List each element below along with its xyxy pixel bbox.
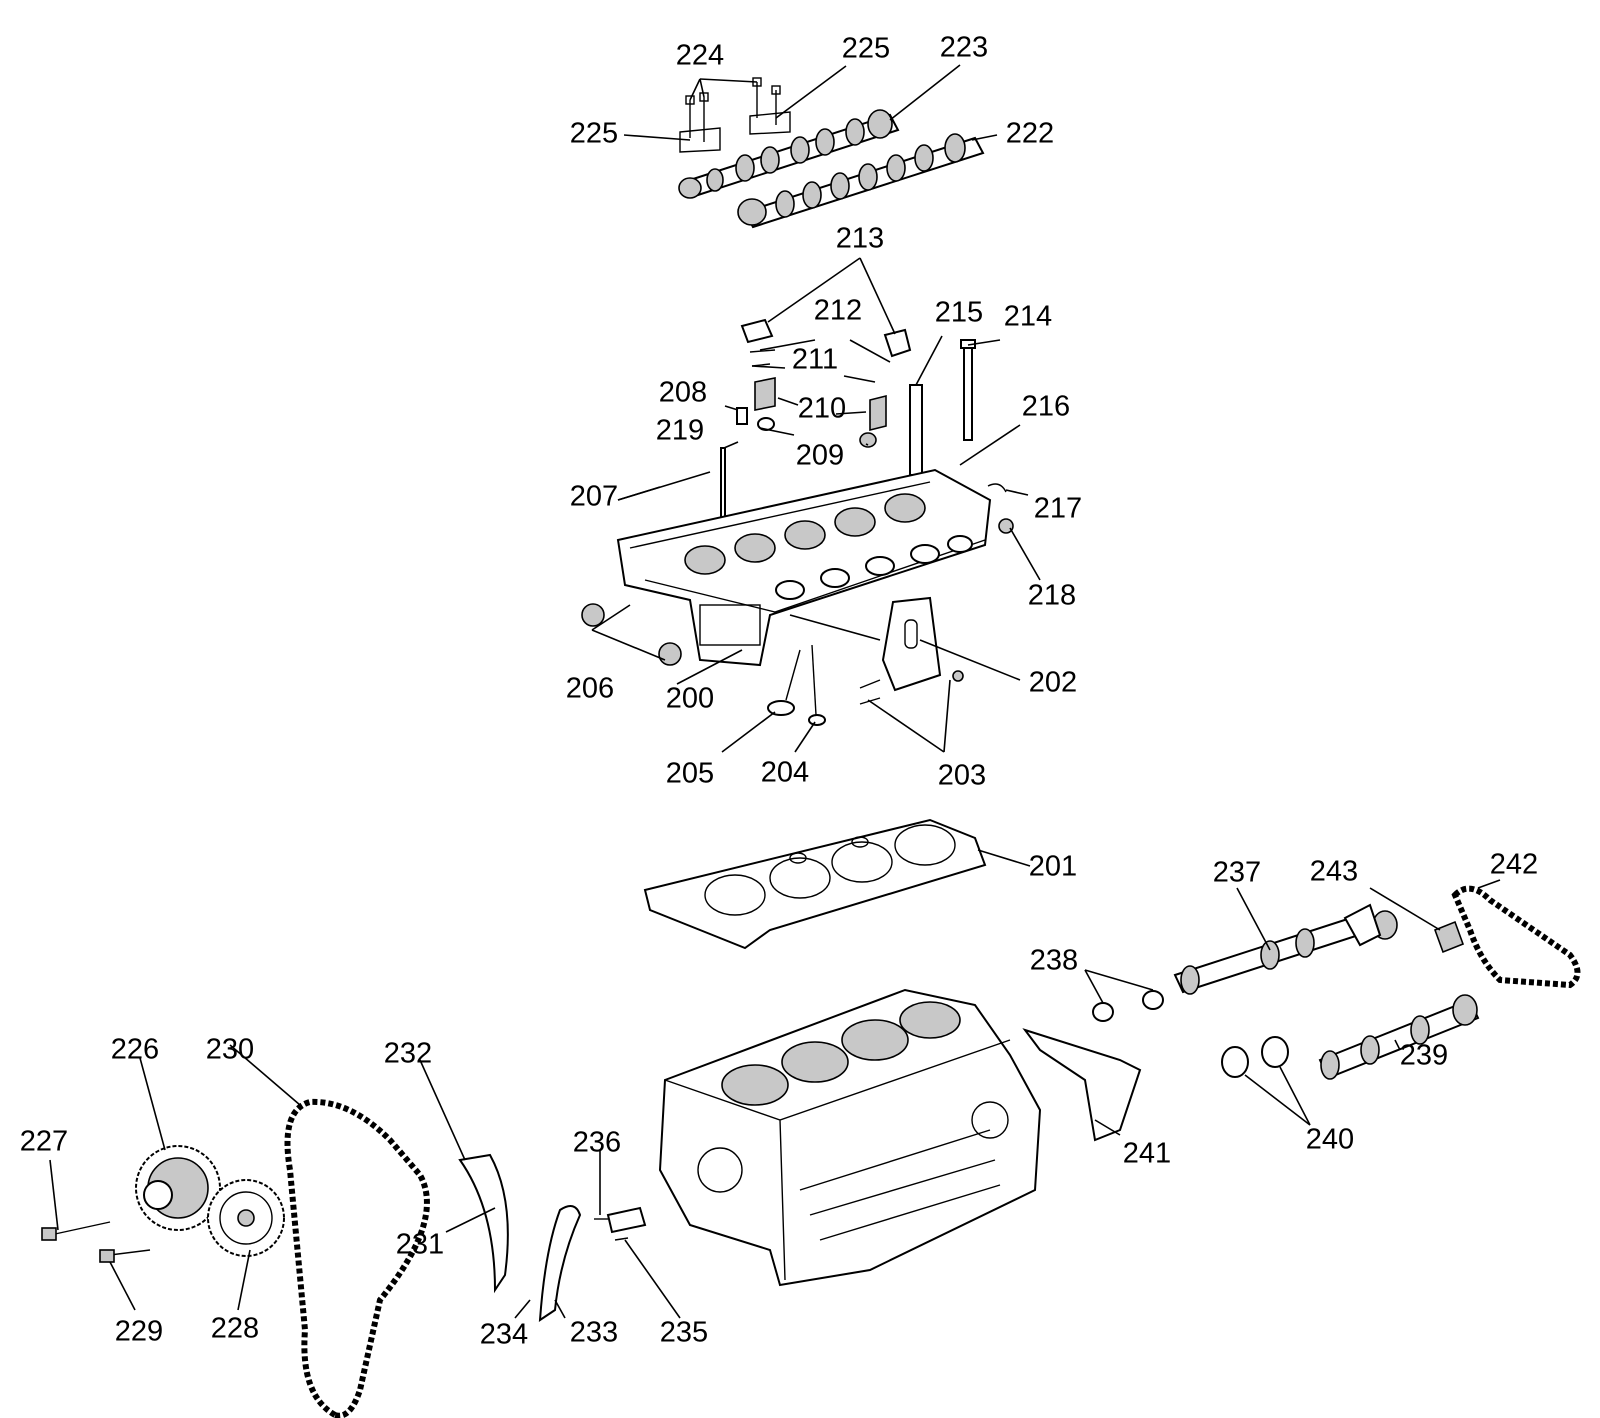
crankshaft-sprocket (207, 1179, 285, 1257)
callout-labels: 224 225 223 222 225 213 212 215 214 211 … (20, 32, 1538, 1351)
callout-209: 209 (796, 440, 844, 472)
callout-213: 213 (836, 223, 884, 255)
callout-229: 229 (115, 1316, 163, 1348)
head-gasket (643, 818, 987, 950)
callout-225-left: 225 (570, 118, 618, 150)
balance-shaft-chain (1451, 885, 1581, 989)
callout-203: 203 (938, 760, 986, 792)
cylinder-head (616, 468, 992, 667)
callout-225-top: 225 (842, 33, 890, 65)
callout-242: 242 (1490, 849, 1538, 881)
camshaft-lower (737, 133, 985, 229)
callout-232: 232 (384, 1038, 432, 1070)
callout-224: 224 (676, 40, 724, 72)
balance-shaft-upper (1173, 903, 1398, 995)
callout-235: 235 (660, 1317, 708, 1349)
sprocket-bolts (41, 1221, 151, 1263)
callout-238: 238 (1030, 945, 1078, 977)
camshaft-upper (678, 109, 900, 199)
camshaft-actuator-sprocket (135, 1145, 221, 1231)
callout-207: 207 (570, 481, 618, 513)
balance-shaft-carrier (1022, 1028, 1142, 1142)
callout-218: 218 (1028, 580, 1076, 612)
callout-234: 234 (480, 1319, 528, 1351)
callout-222: 222 (1006, 118, 1054, 150)
callout-214: 214 (1004, 301, 1052, 333)
callout-211: 211 (792, 344, 838, 376)
callout-233: 233 (570, 1317, 618, 1349)
callout-210: 210 (798, 393, 846, 425)
callout-226: 226 (111, 1034, 159, 1066)
callout-228: 228 (211, 1313, 259, 1345)
callout-216: 216 (1022, 391, 1070, 423)
camshaft-cap-bolts (679, 77, 791, 153)
callout-205: 205 (666, 758, 714, 790)
callout-202: 202 (1029, 667, 1077, 699)
engine-block (658, 988, 1042, 1287)
callout-201: 201 (1029, 851, 1077, 883)
callout-237: 237 (1213, 857, 1261, 889)
callout-206: 206 (566, 673, 614, 705)
timing-chain (284, 1098, 430, 1418)
chain-guides (458, 1153, 647, 1322)
balance-shaft-bearings (1092, 920, 1465, 1078)
callout-239: 239 (1400, 1040, 1448, 1072)
leader-lines (49, 64, 1501, 1319)
callout-215: 215 (935, 297, 983, 329)
callout-227: 227 (20, 1126, 68, 1158)
callout-208: 208 (659, 377, 707, 409)
callout-240: 240 (1306, 1124, 1354, 1156)
callout-212: 212 (814, 295, 862, 327)
callout-223: 223 (940, 32, 988, 64)
callout-219: 219 (656, 415, 704, 447)
balance-shaft-lower (1318, 994, 1480, 1080)
callout-230: 230 (206, 1034, 254, 1066)
callout-231: 231 (396, 1229, 444, 1261)
callout-200: 200 (666, 683, 714, 715)
callout-217: 217 (1034, 493, 1082, 525)
callout-236: 236 (573, 1127, 621, 1159)
callout-204: 204 (761, 757, 809, 789)
callout-243: 243 (1310, 856, 1358, 888)
callout-241: 241 (1123, 1138, 1171, 1170)
